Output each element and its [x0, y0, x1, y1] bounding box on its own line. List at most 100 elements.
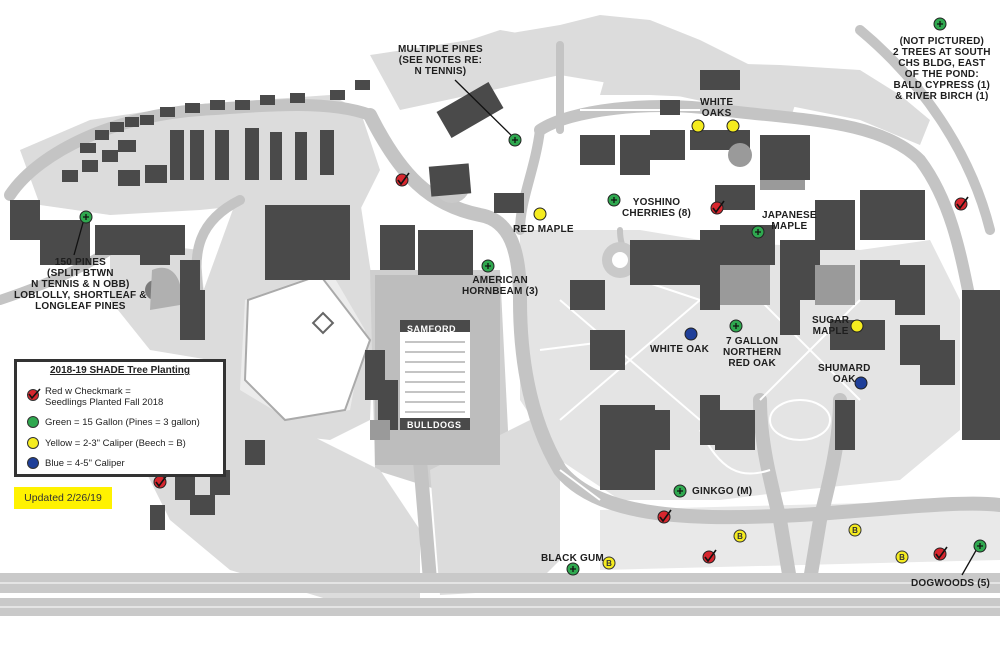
legend-blue-icon [27, 457, 39, 469]
beech-marker-circle [602, 556, 616, 570]
label-multiple-pines: MULTIPLE PINES (SEE NOTES RE: N TENNIS) [398, 44, 483, 77]
legend-title: 2018-19 SHADE Tree Planting [49, 365, 191, 376]
beech-marker-text: B [606, 559, 612, 568]
legend-blue-text: Blue = 4-5" Caliper [45, 458, 125, 469]
green-tree-marker [973, 539, 987, 553]
blue-tree-marker [684, 327, 698, 341]
legend-green-icon [27, 416, 39, 428]
highway [0, 573, 1000, 616]
beech-marker: B [848, 523, 862, 537]
beech-marker-circle [733, 529, 747, 543]
red-tree-marker [933, 546, 948, 561]
beech-marker-text: B [899, 553, 905, 562]
label-red-maple: RED MAPLE [513, 224, 574, 235]
plus-icon [83, 214, 89, 220]
checkmark-icon [397, 172, 410, 186]
red-tree-marker [153, 474, 168, 489]
label-ginkgo: GINKGO (M) [692, 486, 753, 497]
red-tree-marker [657, 509, 672, 524]
green-tree-marker [751, 225, 765, 239]
beech-marker: B [733, 529, 747, 543]
beech-marker: B [602, 556, 616, 570]
label-dogwoods: DOGWOODS (5) [911, 578, 991, 589]
yellow-tree-marker [850, 319, 864, 333]
red-marker-circle [702, 550, 716, 564]
beech-marker-text: B [737, 532, 743, 541]
green-tree-marker [481, 259, 495, 273]
red-tree-marker [395, 172, 410, 187]
legend-yellow-text: Yellow = 2-3" Caliper (Beech = B) [45, 438, 186, 449]
yellow-tree-marker [533, 207, 547, 221]
legend-green-text: Green = 15 Gallon (Pines = 3 gallon) [45, 417, 200, 428]
checkmark-icon [712, 200, 725, 214]
buildings [10, 70, 1000, 530]
label-shumard-oak: SHUMARD OAK [818, 363, 871, 385]
label-white-oak: WHITE OAK [650, 344, 710, 355]
checkmark-icon [935, 546, 948, 560]
green-tree-marker [607, 193, 621, 207]
stadium-end-zone-top: SAMFORD [407, 324, 456, 334]
plus-icon [570, 566, 576, 572]
blue-tree-marker [854, 376, 868, 390]
plus-icon [611, 197, 617, 203]
beech-marker-circle [848, 523, 862, 537]
plus-icon [733, 323, 739, 329]
legend: 2018-19 SHADE Tree Planting Red w Checkm… [14, 359, 226, 477]
red-tree-marker [710, 200, 725, 215]
label-black-gum: BLACK GUM [541, 553, 604, 564]
beech-marker-circle [895, 550, 909, 564]
red-marker-circle [933, 547, 947, 561]
checkmark-icon [956, 196, 969, 210]
red-tree-marker [702, 549, 717, 564]
checkmark-icon [704, 549, 717, 563]
leader-line-group [73, 79, 979, 576]
red-marker-circle [710, 201, 724, 215]
plus-icon [755, 229, 761, 235]
label-american-hornbeam: AMERICAN HORNBEAM (3) [462, 275, 539, 297]
label-northern-red-oak: 7 GALLON NORTHERN RED OAK [723, 336, 782, 369]
updated-badge: Updated 2/26/19 [14, 487, 112, 509]
yellow-marker-circle [726, 119, 740, 133]
plus-icon [677, 488, 683, 494]
yellow-tree-marker [691, 119, 705, 133]
yellow-marker-circle [691, 119, 705, 133]
label-not-pictured: (NOT PICTURED) 2 TREES AT SOUTH CHS BLDG… [893, 36, 991, 102]
red-marker-circle [657, 510, 671, 524]
blue-marker-circle [854, 376, 868, 390]
yellow-marker-circle [533, 207, 547, 221]
beech-marker-text: B [852, 526, 858, 535]
leader-150-pines [73, 218, 85, 256]
checkmark-icon [155, 474, 168, 488]
plus-icon [512, 137, 518, 143]
red-tree-marker [954, 196, 969, 211]
plus-icon [977, 543, 983, 549]
plus-icon [937, 21, 943, 27]
label-japanese-maple: JAPANESE MAPLE [762, 210, 817, 232]
label-yoshino-cherries: YOSHINO CHERRIES (8) [622, 197, 692, 219]
building-courtyards [370, 143, 855, 440]
blue-marker-circle [684, 327, 698, 341]
checkmark-icon [659, 509, 672, 523]
legend-yellow-icon [27, 437, 39, 449]
plus-icon [485, 263, 491, 269]
green-tree-marker [566, 562, 580, 576]
green-tree-marker [729, 319, 743, 333]
green-tree-marker [508, 133, 522, 147]
checkmark-icon [28, 388, 41, 400]
stadium-end-zone-bottom: BULLDOGS [407, 420, 462, 430]
yellow-marker-circle [850, 319, 864, 333]
stadium [375, 275, 500, 465]
green-tree-marker [79, 210, 93, 224]
leader-dogwoods [961, 546, 979, 576]
red-marker-circle [395, 173, 409, 187]
label-150-pines: 150 PINES (SPLIT BTWN N TENNIS & N OBB) … [14, 257, 147, 312]
green-tree-marker [673, 484, 687, 498]
label-sugar-maple: SUGAR MAPLE [812, 315, 850, 337]
yellow-tree-marker [726, 119, 740, 133]
legend-red-text: Red w Checkmark = Seedlings Planted Fall… [45, 386, 164, 408]
red-marker-circle [954, 197, 968, 211]
leader-multiple-pines [454, 79, 515, 139]
